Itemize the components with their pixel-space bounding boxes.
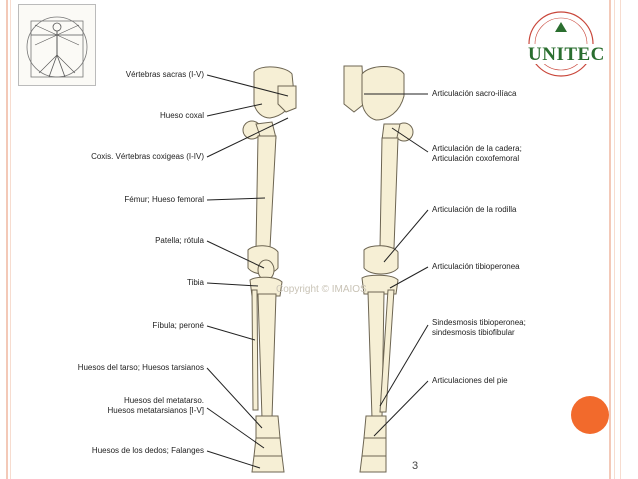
femur-shaft-left [256,136,276,248]
label-metatarso-2: Huesos metatarsianos [I-V] [108,406,204,416]
page-number: 3 [412,460,418,472]
tibia-shaft-left [258,294,276,418]
metatarsals-right [362,438,386,456]
label-cadera-2: Articulación coxofemoral [432,154,519,164]
label-rodilla: Articulación de la rodilla [432,205,517,215]
label-femur: Fémur; Hueso femoral [124,195,204,205]
label-sindesmosis-1: Sindesmosis tibioperonea; [432,318,526,328]
label-patella: Patella; rótula [155,236,204,246]
metatarsals-left [254,438,282,456]
label-tibioperonea: Articulación tibioperonea [432,262,520,272]
label-tibia: Tibia [187,278,204,288]
label-hueso-coxal: Hueso coxal [160,111,204,121]
label-coxis: Coxis. Vértebras coxigeas (I-IV) [91,152,204,162]
femur-shaft-right [380,138,398,248]
label-tarso: Huesos del tarso; Huesos tarsianos [78,363,204,373]
label-dedos: Huesos de los dedos; Falanges [92,446,204,456]
hip-bone-right-view [362,67,404,121]
leader-femur [207,198,265,200]
phalanges-right [360,456,386,472]
femur-condyles-right [364,246,398,274]
leader-dedos [207,451,260,468]
label-cadera-1: Articulación de la cadera; [432,144,522,154]
orange-accent-circle [571,396,609,434]
leader-metatarso [207,408,264,448]
watermark-text: Copyright © IMAIOS [276,284,367,295]
leader-hueso-coxal [207,104,262,116]
label-sacro-iliaca: Articulación sacro-ilíaca [432,89,516,99]
phalanges-left [252,456,284,472]
fibula-left [252,290,258,410]
label-sindesmosis-2: sindesmosis tibiofibular [432,328,515,338]
label-pie: Articulaciones del pie [432,376,508,386]
tarsus-left [256,416,280,438]
sacrum-right-view [344,66,364,112]
label-metatarso-1: Huesos del metatarso. [124,396,204,406]
label-vertebras-sacras: Vértebras sacras (I-V) [126,70,204,80]
leader-fibula [207,326,255,340]
label-fibula: Fíbula; peroné [152,321,204,331]
